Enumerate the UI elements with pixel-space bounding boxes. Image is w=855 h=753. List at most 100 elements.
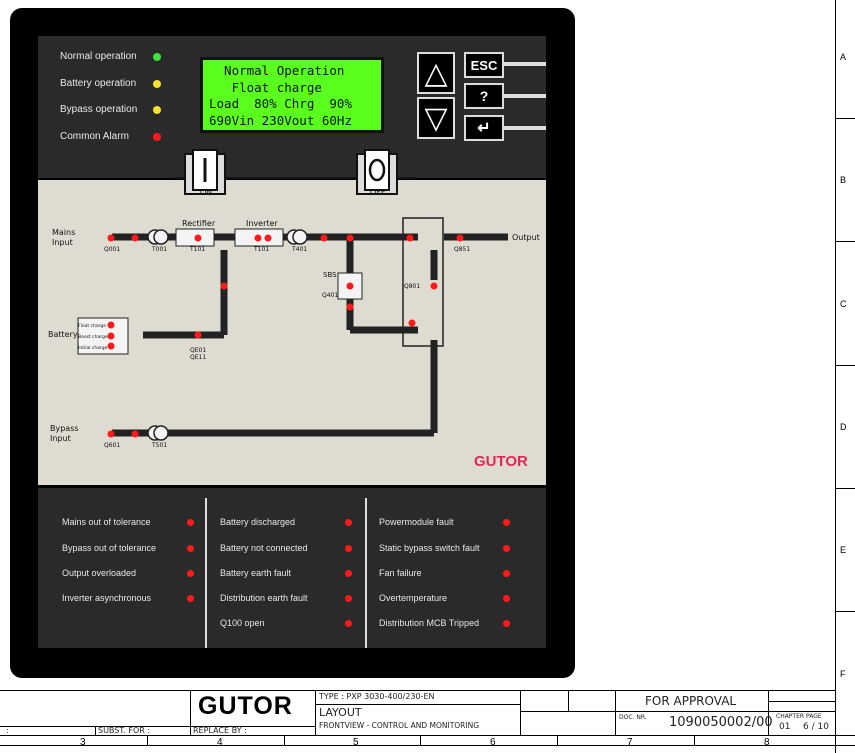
title-block-logo: GUTOR (198, 692, 293, 720)
alarm-label: Mains out of tolerance (62, 517, 151, 527)
col-number: 5 (353, 737, 359, 748)
q851-label: Q851 (454, 246, 471, 253)
col-number: 7 (627, 737, 633, 748)
frame-border-right (835, 0, 836, 753)
boost-charge-label: Boost charge (78, 335, 108, 340)
mains-input-label: Mains Input (52, 228, 76, 247)
on-off-switches (175, 149, 415, 195)
chapter-number: 01 (779, 722, 791, 732)
status-label-normal: Normal operation (60, 51, 137, 62)
title-block-top (0, 690, 835, 691)
alarm-led (345, 519, 352, 526)
initial-charge-label: Initial charge (78, 346, 108, 351)
status-label-bypass: Bypass operation (60, 104, 138, 115)
subst-for-label: SUBST. FOR : (98, 726, 151, 735)
alarm-led (187, 595, 194, 602)
alarm-led (345, 620, 352, 627)
t001-label: T001 (152, 246, 168, 253)
help-button[interactable]: ? (464, 83, 504, 109)
page-number: 6 / 10 (803, 722, 829, 732)
status-label-alarm: Common Alarm (60, 131, 129, 142)
alarm-label: Battery discharged (220, 517, 296, 527)
qe11-label: QE11 (190, 354, 207, 361)
q801-label: Q801 (404, 283, 421, 290)
status-label-battery: Battery operation (60, 78, 137, 89)
off-label: OFF (370, 188, 386, 197)
alarm-led (187, 570, 194, 577)
up-arrow-icon: △ (424, 56, 448, 90)
col-number: 6 (490, 737, 496, 748)
rectifier-label: Rectifier (182, 219, 216, 228)
float-charge-label: Float charge (78, 324, 107, 329)
help-icon: ? (479, 88, 489, 104)
enter-icon: ↵ (477, 120, 491, 137)
gutor-logo: GUTOR (474, 453, 528, 470)
lcd-line-1: Normal Operation (209, 63, 345, 78)
q001-label: Q001 (104, 246, 121, 253)
enter-button[interactable]: ↵ (464, 115, 504, 141)
qe01-label: QE01 (190, 347, 207, 354)
alarm-label: Fan failure (379, 568, 422, 578)
key-rail-1 (504, 62, 546, 66)
alarm-led (503, 595, 510, 602)
row-letter: A (840, 52, 847, 62)
alarm-label: Distribution earth fault (220, 593, 308, 603)
alarm-led (187, 519, 194, 526)
type-label: TYPE : PXP 3030-400/230-EN (319, 692, 435, 701)
field-colon: : (6, 726, 9, 735)
up-arrow-button[interactable]: △ (417, 52, 455, 94)
esc-label: ESC (470, 57, 498, 73)
col-number: 4 (217, 737, 223, 748)
row-letter: D (840, 422, 847, 432)
alarm-led (503, 620, 510, 627)
alarm-led (503, 519, 510, 526)
row-letter: E (840, 545, 847, 555)
row-letter: F (840, 669, 846, 679)
alarm-label: Inverter asynchronous (62, 593, 152, 603)
alarm-led (503, 545, 510, 552)
key-rail-3 (504, 126, 546, 130)
approval-status: FOR APPROVAL (645, 694, 737, 708)
off-icon (368, 158, 386, 182)
alarm-label: Powermodule fault (379, 517, 454, 527)
led-alarm (153, 133, 161, 141)
lcd-line-2: Float charge (209, 79, 322, 95)
row-letter: C (840, 299, 847, 309)
replace-by-label: REPLACE BY : (193, 726, 247, 735)
alarm-divider-1 (205, 498, 207, 648)
down-arrow-icon: ▽ (424, 101, 448, 135)
alarm-label: Battery earth fault (220, 568, 292, 578)
lcd-line-4: 690Vin 230Vout 60Hz (209, 112, 352, 128)
alarm-label: Battery not connected (220, 543, 308, 553)
col-number: 8 (764, 737, 770, 748)
t101a-label: T101 (190, 246, 206, 253)
battery-label: Battery (48, 330, 78, 339)
esc-button[interactable]: ESC (464, 52, 504, 78)
led-bypass (153, 106, 161, 114)
alarm-led (503, 570, 510, 577)
q401-label: Q401 (322, 292, 339, 299)
down-arrow-button[interactable]: ▽ (417, 97, 455, 139)
drawing-title-1: LAYOUT (319, 706, 362, 719)
row-letter: B (840, 175, 847, 185)
alarm-label: Static bypass switch fault (379, 543, 480, 553)
alarm-label: Overtemperature (379, 593, 448, 603)
output-label: Output (512, 233, 540, 242)
alarm-led (345, 570, 352, 577)
col-number: 3 (80, 737, 86, 748)
alarm-label: Distribution MCB Tripped (379, 618, 480, 628)
lcd-line-3: Load 80% Chrg 90% (209, 96, 352, 111)
alarm-led (345, 595, 352, 602)
alarm-led (345, 545, 352, 552)
key-rail-2 (504, 94, 546, 98)
t401-label: T401 (292, 246, 308, 253)
inverter-label: Inverter (246, 219, 278, 228)
led-battery (153, 80, 161, 88)
led-normal (153, 53, 161, 61)
on-label: ON (200, 188, 213, 197)
q601-label: Q601 (104, 442, 121, 449)
alarm-area (38, 488, 546, 648)
t101b-label: T101 (254, 246, 270, 253)
power-flow-diagram (77, 217, 508, 441)
